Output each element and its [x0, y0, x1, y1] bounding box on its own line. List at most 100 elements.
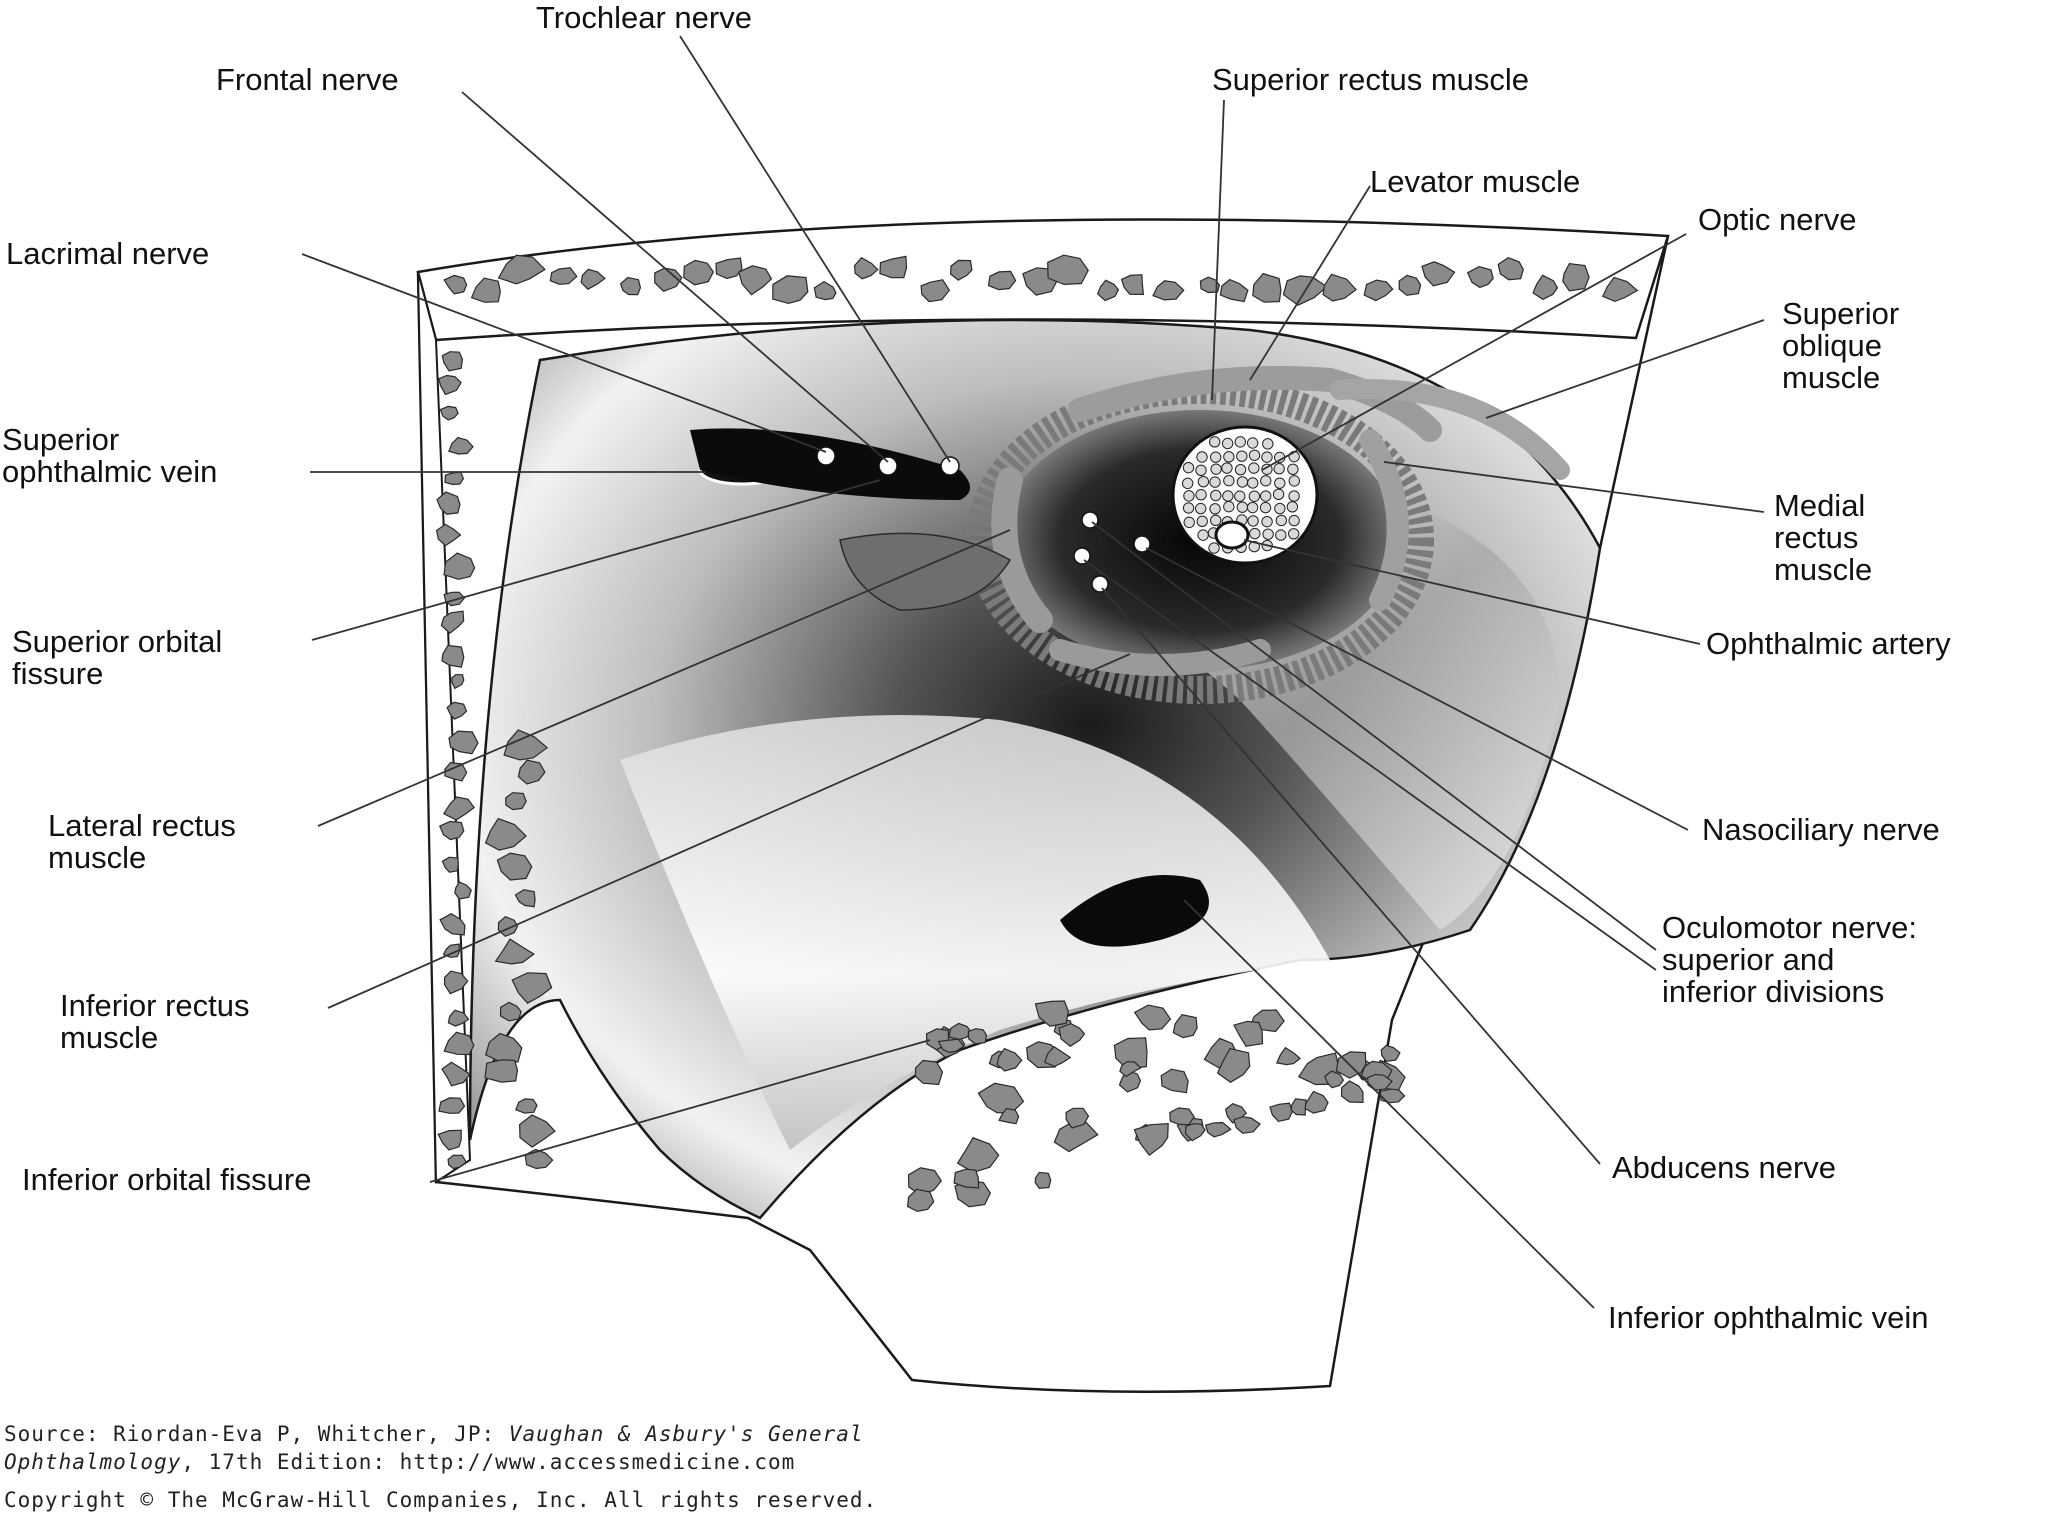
leader-lines	[301, 35, 1765, 1309]
bone-spot	[436, 491, 461, 515]
bone-spot	[484, 1059, 519, 1083]
bone-spot	[1398, 274, 1422, 296]
bone-spot	[441, 856, 459, 873]
bone-spots	[435, 254, 1639, 1213]
bone-spot	[937, 1038, 965, 1054]
bone-spot	[454, 881, 472, 900]
optic-fibre	[1272, 488, 1285, 501]
optic-fibre	[1249, 527, 1261, 540]
orbital-floor	[620, 715, 1330, 1150]
bone-spot	[443, 274, 468, 295]
optic-fibre	[1195, 464, 1207, 477]
source-suffix: , 17th Edition: http://www.accessmedicin…	[181, 1450, 796, 1474]
optic-fibre	[1181, 477, 1194, 490]
optic-fibre	[1195, 489, 1207, 501]
bone-spot	[438, 374, 462, 396]
optic-fibre	[1209, 436, 1221, 448]
source-prefix: Source: Riordan-Eva P, Whitcher, JP:	[4, 1422, 509, 1446]
bone-spot	[1133, 1122, 1169, 1157]
bone-spot	[1096, 279, 1120, 302]
bone-spot	[518, 1114, 556, 1148]
bone-spot	[1269, 1102, 1294, 1123]
leader-optic-nerve	[1261, 233, 1687, 471]
bone-spot	[1252, 272, 1282, 303]
bone-spot	[442, 943, 461, 958]
leader-trochlear-nerve	[679, 35, 951, 463]
optic-fibre	[1223, 474, 1235, 487]
bone-spot	[441, 644, 465, 668]
bone-spot	[1119, 1061, 1142, 1078]
bone-spot	[1302, 1090, 1329, 1114]
medial-rectus-bundle	[1359, 429, 1409, 611]
optic-fibre	[1234, 464, 1247, 476]
bone-spot	[620, 276, 642, 296]
inferior-rectus-bundle	[1049, 639, 1271, 676]
bone-spot	[439, 913, 466, 936]
bone-spot	[996, 1047, 1023, 1072]
bone-spot	[683, 259, 715, 286]
optic-fibre	[1196, 515, 1208, 528]
ophthalmic-artery-section	[1214, 520, 1250, 550]
source-title-line2: Ophthalmology	[4, 1450, 182, 1474]
bone-spot	[987, 270, 1017, 291]
bone-spot	[443, 1031, 475, 1056]
leader-inferior-rectus	[327, 653, 1131, 1009]
bone-spot	[446, 701, 468, 720]
optic-fibre	[1261, 515, 1273, 528]
optic-fibre	[1197, 529, 1209, 541]
bone-spot	[515, 1098, 538, 1114]
label-superior-orbital-fissure: Superior orbital fissure	[12, 624, 223, 691]
bone-spot	[580, 268, 606, 290]
label-frontal-nerve: Frontal nerve	[216, 62, 399, 97]
bone-spot	[503, 729, 549, 761]
optic-fibre	[1288, 490, 1300, 502]
label-trochlear-nerve: Trochlear nerve	[536, 0, 752, 35]
bone-spot	[1120, 274, 1145, 296]
bone-spot	[451, 674, 465, 690]
bone-spot	[1322, 273, 1357, 302]
optic-fibre	[1247, 477, 1259, 489]
bone-spot	[437, 1129, 462, 1151]
bone-spot	[441, 1061, 471, 1087]
label-superior-ophthalmic-vein: Superior ophthalmic vein	[2, 422, 218, 489]
optic-fibre	[1236, 501, 1249, 513]
bone-spot	[511, 972, 553, 1004]
bone-spot	[1233, 1116, 1261, 1134]
bone-spot	[1380, 1044, 1401, 1062]
bone-spot	[998, 1107, 1020, 1125]
optic-fibre	[1183, 490, 1195, 502]
optic-fibre	[1210, 463, 1222, 475]
bone-spot	[967, 1028, 988, 1045]
optic-fibre	[1221, 462, 1233, 474]
label-superior-rectus-muscle: Superior rectus muscle	[1212, 62, 1530, 97]
optic-fibre	[1248, 490, 1261, 502]
bone-spot	[1065, 1107, 1090, 1129]
superior-oblique-bundle	[1330, 379, 1570, 480]
bone-spot	[438, 1097, 466, 1114]
bone-spot	[1233, 1020, 1264, 1047]
bone-spot	[1421, 261, 1456, 287]
bone-spot	[813, 280, 837, 301]
abducens-nerve-dot	[1091, 575, 1109, 593]
bone-spot	[517, 759, 546, 785]
bone-spot	[1133, 1004, 1172, 1031]
bone-spot	[654, 267, 683, 292]
leader-inferior-orbital-fissure	[429, 1039, 931, 1183]
bone-spot	[441, 351, 464, 372]
bone-spot	[435, 523, 462, 547]
bone-spot	[440, 610, 465, 634]
bone-spot	[1152, 280, 1185, 301]
bone-spot	[1363, 279, 1394, 302]
bone-spot	[499, 1001, 522, 1022]
label-inferior-orbital-fissure: Inferior orbital fissure	[22, 1162, 312, 1197]
optic-fibre	[1209, 476, 1221, 488]
leader-levator	[1249, 185, 1371, 381]
bone-spot	[1562, 262, 1590, 292]
optic-fibre	[1262, 438, 1274, 450]
bone-spot	[443, 552, 476, 580]
bone-spot	[1169, 1107, 1195, 1126]
bone-spot	[907, 1167, 943, 1196]
leader-superior-orbital-fissure	[311, 479, 881, 641]
leader-medial-rectus	[1383, 461, 1765, 513]
